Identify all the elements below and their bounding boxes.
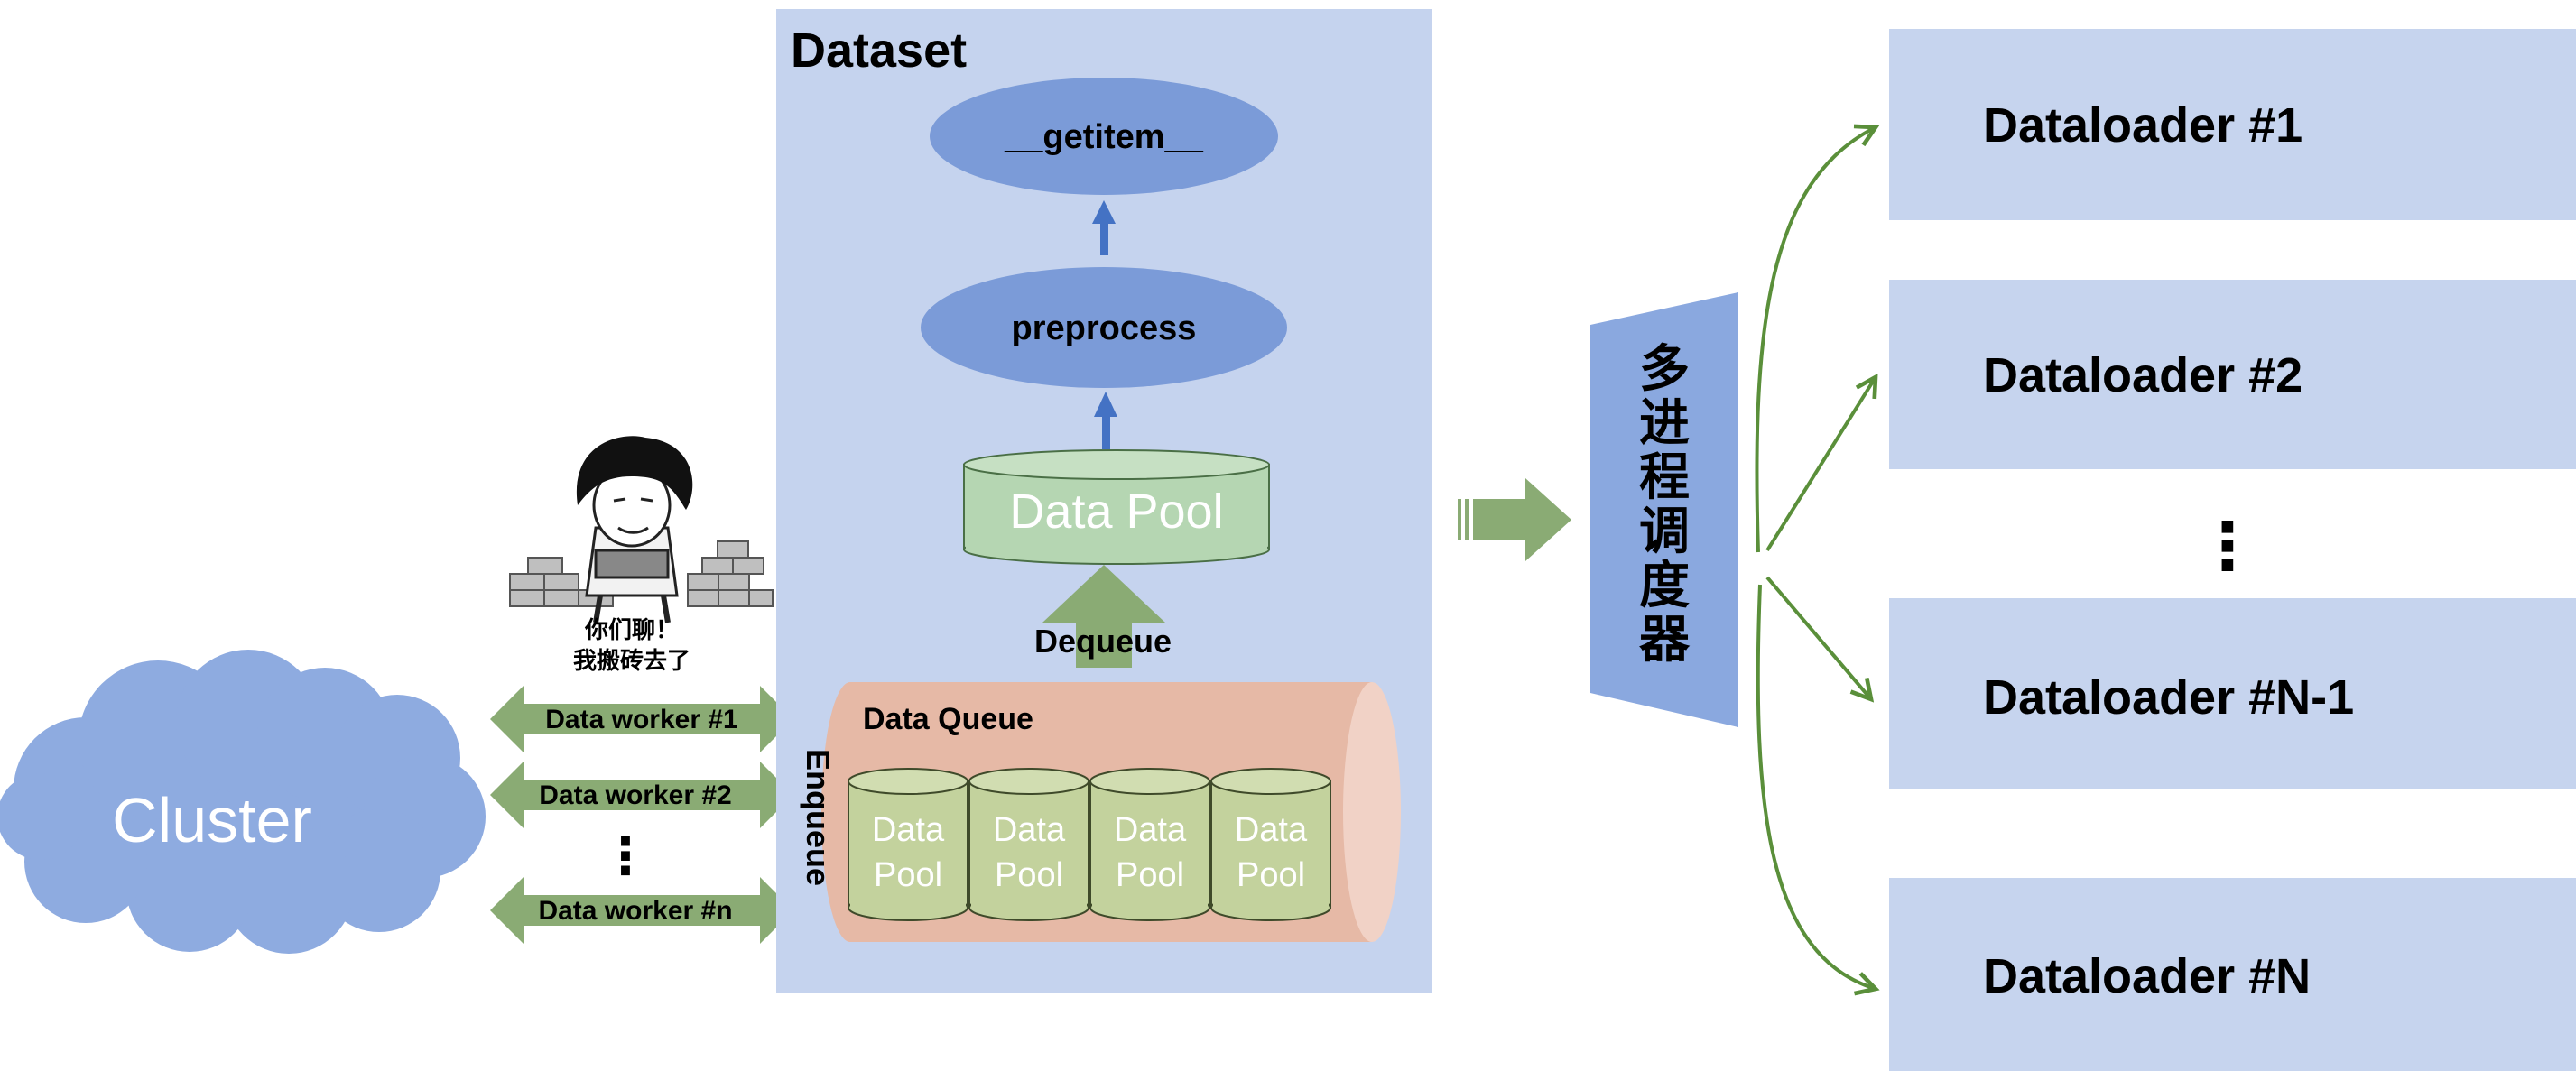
- data-worker-1: Data worker #1: [490, 686, 793, 752]
- scheduler-char: 度: [1639, 557, 1690, 615]
- arrow-up-icon: [1092, 200, 1116, 255]
- queue-pool-line2: Pool: [995, 856, 1063, 894]
- striped-right-arrow-icon: [1458, 478, 1571, 561]
- data-queue-title: Data Queue: [863, 702, 1033, 736]
- enqueue-label: Enqueue: [800, 749, 837, 886]
- queue-pool-line1: Data: [872, 811, 945, 849]
- arrow-to-dataloader-1: [1755, 127, 1876, 553]
- arrow-to-dataloader-2: [1765, 377, 1876, 552]
- dataloader-label: Dataloader #2: [1983, 348, 2303, 402]
- meme-caption-line1: 你们聊！: [584, 617, 679, 644]
- dataset-container: Dataset __getitem__ preprocess Data P: [776, 9, 1432, 993]
- workers-ellipsis: ⋮: [600, 827, 651, 884]
- cluster-cloud: Cluster: [0, 650, 486, 954]
- arrow-up-icon: [1094, 392, 1117, 449]
- dataloaders-ellipsis: ⋮: [2195, 511, 2260, 583]
- scheduler-char: 器: [1639, 611, 1691, 669]
- scheduler-char: 调: [1639, 503, 1690, 561]
- scheduler-char: 程: [1639, 448, 1690, 507]
- arrow-to-dataloader-n: [1756, 584, 1876, 989]
- multiprocess-scheduler: 多 进 程 调 度 器: [1590, 292, 1738, 727]
- queue-pool-4: Data Pool: [1210, 768, 1331, 921]
- getitem-label: __getitem__: [1004, 118, 1204, 156]
- preprocess-node: preprocess: [921, 267, 1287, 388]
- dataloader-2: Dataloader #2: [1889, 280, 2576, 469]
- data-worker-label: Data worker #1: [545, 705, 737, 734]
- data-pool-cylinder: Data Pool: [963, 449, 1270, 565]
- queue-pool-line1: Data: [1235, 811, 1308, 849]
- queue-pool-2: Data Pool: [968, 768, 1089, 921]
- getitem-node: __getitem__: [930, 78, 1278, 195]
- dataloader-label: Dataloader #1: [1983, 98, 2303, 152]
- data-worker-label: Data worker #n: [538, 896, 732, 926]
- data-worker-n: Data worker #n: [490, 877, 793, 944]
- dataloader-label: Dataloader #N: [1983, 949, 2311, 1003]
- data-pool-label: Data Pool: [1009, 485, 1223, 539]
- queue-pool-line2: Pool: [1116, 856, 1184, 894]
- dataset-title: Dataset: [791, 23, 967, 78]
- queue-pool-line1: Data: [1114, 811, 1187, 849]
- meme-caption-line2: 我搬砖去了: [573, 647, 690, 675]
- queue-pool-3: Data Pool: [1089, 768, 1210, 921]
- queue-pool-line1: Data: [993, 811, 1066, 849]
- queue-pool-line2: Pool: [874, 856, 942, 894]
- dataloader-label: Dataloader #N-1: [1983, 670, 2354, 725]
- data-worker-label: Data worker #2: [539, 780, 731, 810]
- preprocess-label: preprocess: [1012, 309, 1197, 347]
- dequeue-arrow: Dequeue: [1034, 565, 1172, 668]
- dataloader-1: Dataloader #1: [1889, 29, 2576, 220]
- dataloader-n-1: Dataloader #N-1: [1889, 598, 2576, 789]
- arrow-to-dataloader-n-1: [1765, 576, 1871, 699]
- scheduler-char: 进: [1639, 394, 1690, 453]
- cluster-label: Cluster: [112, 785, 312, 855]
- scheduler-char: 多: [1639, 340, 1690, 399]
- dequeue-label: Dequeue: [1034, 623, 1172, 660]
- meme-figure-icon: [509, 436, 774, 623]
- data-worker-2: Data worker #2: [490, 762, 793, 828]
- distribution-arrows: [1755, 127, 1876, 989]
- dataloader-n: Dataloader #N: [1889, 878, 2576, 1071]
- queue-pool-1: Data Pool: [848, 768, 968, 921]
- queue-pool-line2: Pool: [1237, 856, 1305, 894]
